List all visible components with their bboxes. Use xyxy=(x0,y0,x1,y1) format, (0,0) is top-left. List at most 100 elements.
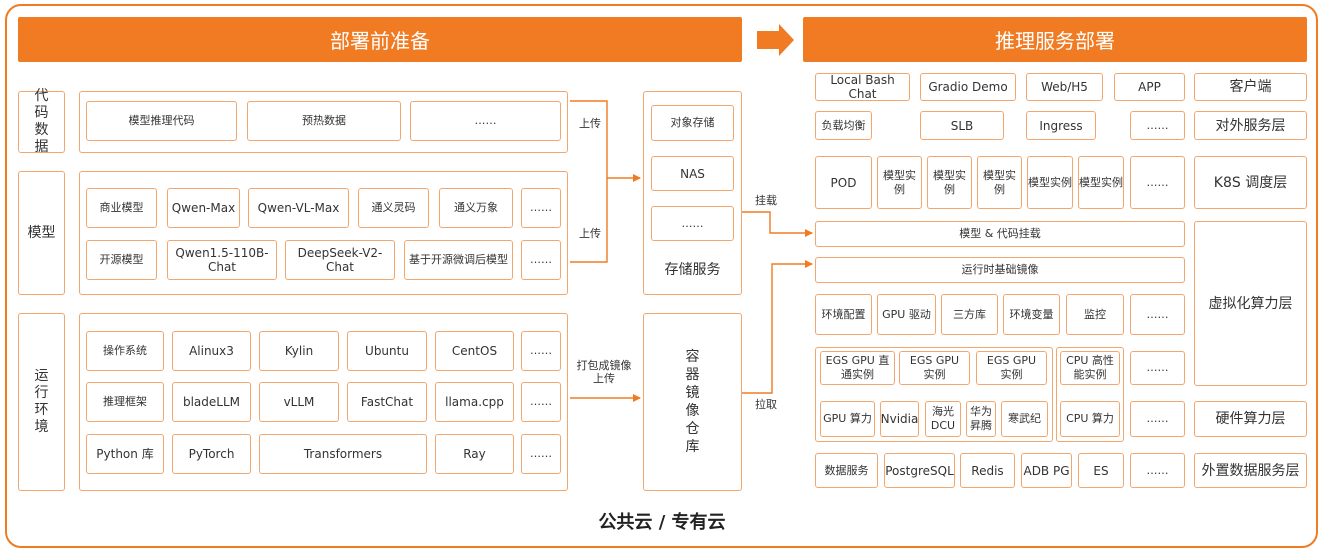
data-service: 数据服务 xyxy=(815,453,878,488)
edge-label-pack: 打包成镜像上传 xyxy=(576,359,632,385)
runtime-bladellm: bladeLLM xyxy=(172,382,251,422)
runtime-transformers: Transformers xyxy=(259,434,427,474)
header-arrow-icon xyxy=(757,24,794,56)
compute-egs-passthrough: EGS GPU 直通实例 xyxy=(820,351,895,385)
data-es: ES xyxy=(1078,453,1124,488)
code-item-warmup-data: 预热数据 xyxy=(247,101,401,141)
k8s-model-instance-3: 模型实例 xyxy=(977,156,1022,209)
model-label: 模型 xyxy=(18,171,65,295)
model-qwen-vl-max: Qwen-VL-Max xyxy=(248,188,349,228)
data-postgresql: PostgreSQL xyxy=(884,453,955,488)
storage-more: …… xyxy=(651,206,734,241)
runtime-llama-cpp: llama.cpp xyxy=(435,382,514,422)
bar-runtime-base-image: 运行时基础镜像 xyxy=(815,257,1185,283)
data-redis: Redis xyxy=(960,453,1015,488)
compute-top-more: …… xyxy=(1130,351,1185,385)
model-tongyi-lingma: 通义灵码 xyxy=(358,188,429,228)
runtime-centos: CentOS xyxy=(435,331,514,371)
k8s-model-instance-5: 模型实例 xyxy=(1078,156,1124,209)
edge-label-mount: 挂载 xyxy=(755,194,777,207)
footer-title: 公共云 / 专有云 xyxy=(598,512,726,533)
code-item-inference-code: 模型推理代码 xyxy=(86,101,237,141)
runtime-ubuntu: Ubuntu xyxy=(347,331,427,371)
runtime-vllm: vLLM xyxy=(259,382,339,422)
runtime-alinux3: Alinux3 xyxy=(172,331,251,371)
env-variables: 环境变量 xyxy=(1003,294,1060,335)
layer-client: 客户端 xyxy=(1194,73,1307,101)
registry-label: 容器镜像仓库 xyxy=(685,349,700,455)
data-adb-pg: ADB PG xyxy=(1021,453,1072,488)
layer-external-data: 外置数据服务层 xyxy=(1194,453,1307,488)
service-more: …… xyxy=(1130,111,1185,140)
runtime-framework: 推理框架 xyxy=(86,382,164,422)
storage-label: 存储服务 xyxy=(664,262,721,278)
model-deepseek-v2: DeepSeek-V2-Chat xyxy=(285,240,395,280)
model-qwen1-5-110b: Qwen1.5-110B-Chat xyxy=(167,240,277,280)
client-app: APP xyxy=(1114,73,1185,101)
hw-gpu-compute: GPU 算力 xyxy=(820,401,875,437)
registry-group xyxy=(643,313,742,491)
hw-nvidia: Nvidia xyxy=(880,401,919,437)
pull-arrow xyxy=(742,260,813,394)
upload-connector-1 xyxy=(570,100,608,178)
service-load-balancer: 负载均衡 xyxy=(815,111,872,140)
model-commercial: 商业模型 xyxy=(86,188,157,228)
model-row2-more: …… xyxy=(521,240,561,280)
env-third-party-lib: 三方库 xyxy=(941,294,998,335)
env-config: 环境配置 xyxy=(815,294,872,335)
bar-model-code-mount: 模型 & 代码挂载 xyxy=(815,221,1185,247)
runtime-os: 操作系统 xyxy=(86,331,164,371)
service-slb: SLB xyxy=(920,111,1004,140)
env-more: …… xyxy=(1130,294,1185,335)
hw-huawei-ascend: 华为昇腾 xyxy=(966,401,996,437)
runtime-python-lib: Python 库 xyxy=(86,434,164,474)
runtime-fastchat: FastChat xyxy=(347,382,427,422)
code-item-more: …… xyxy=(410,101,561,141)
upload-connector-2 xyxy=(570,178,608,263)
runtime-row2-more: …… xyxy=(521,382,561,422)
header-left: 部署前准备 xyxy=(18,17,742,62)
k8s-pod: POD xyxy=(815,156,872,209)
code-data-label: 代码数据 xyxy=(18,88,65,155)
layer-service: 对外服务层 xyxy=(1194,111,1307,140)
compute-egs-instance-1: EGS GPU 实例 xyxy=(899,351,970,385)
storage-nas: NAS xyxy=(651,156,734,191)
runtime-row1-more: …… xyxy=(521,331,561,371)
layer-virtualization: 虚拟化算力层 xyxy=(1194,221,1307,386)
layer-k8s: K8S 调度层 xyxy=(1194,156,1307,209)
env-gpu-driver: GPU 驱动 xyxy=(877,294,936,335)
model-open-source: 开源模型 xyxy=(86,240,157,280)
edge-label-pull: 拉取 xyxy=(755,398,777,411)
runtime-label: 运行环境 xyxy=(18,313,65,491)
k8s-model-instance-4: 模型实例 xyxy=(1027,156,1073,209)
env-monitoring: 监控 xyxy=(1066,294,1124,335)
runtime-row3-more: …… xyxy=(521,434,561,474)
compute-egs-instance-2: EGS GPU 实例 xyxy=(976,351,1047,385)
runtime-pytorch: PyTorch xyxy=(172,434,251,474)
edge-label-upload-1: 上传 xyxy=(579,117,601,130)
client-gradio-demo: Gradio Demo xyxy=(920,73,1016,101)
model-qwen-max: Qwen-Max xyxy=(167,188,240,228)
client-local-bash-chat: Local Bash Chat xyxy=(815,73,910,101)
service-ingress: Ingress xyxy=(1026,111,1096,140)
model-finetuned: 基于开源微调后模型 xyxy=(404,240,513,280)
k8s-model-instance-1: 模型实例 xyxy=(877,156,922,209)
header-right: 推理服务部署 xyxy=(803,17,1307,62)
edge-label-upload-2: 上传 xyxy=(579,227,601,240)
k8s-more: …… xyxy=(1130,156,1185,209)
k8s-model-instance-2: 模型实例 xyxy=(927,156,972,209)
hw-cpu-compute: CPU 算力 xyxy=(1060,401,1120,437)
outer-frame xyxy=(5,4,1318,548)
client-web-h5: Web/H5 xyxy=(1026,73,1103,101)
compute-cpu-high-perf: CPU 高性能实例 xyxy=(1060,351,1120,385)
runtime-kylin: Kylin xyxy=(259,331,339,371)
mount-arrow xyxy=(742,211,813,237)
runtime-ray: Ray xyxy=(435,434,514,474)
data-more: …… xyxy=(1130,453,1185,488)
model-row1-more: …… xyxy=(521,188,561,228)
hw-cambricon: 寒武纪 xyxy=(1001,401,1048,437)
hw-more: …… xyxy=(1130,401,1185,437)
layer-hardware: 硬件算力层 xyxy=(1194,401,1307,437)
